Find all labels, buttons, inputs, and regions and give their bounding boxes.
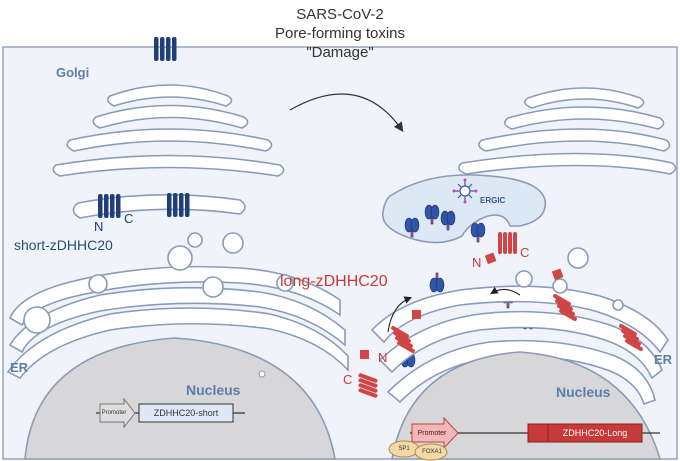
nucleus-left (24, 337, 336, 460)
gene-box-right-stub (527, 423, 549, 443)
small-vesicle (258, 370, 266, 378)
foxa1-label: FOXA1 (422, 449, 442, 455)
long-protein-er-1 (391, 310, 421, 353)
promoter-label-right: Promoter (417, 429, 447, 437)
ergic-label: ERGIC (480, 196, 506, 205)
promoter-label-left: Promoter (101, 410, 127, 416)
gene-construct-left (96, 397, 245, 429)
promoter-arrow-left (99, 397, 136, 429)
short-protein-golgi-2 (167, 193, 190, 217)
short-zdhhc20-label: short-zDHHC20 (14, 237, 113, 253)
c-terminus-label-left: C (124, 211, 134, 226)
virus-particle (452, 178, 478, 204)
gene-construct-right (388, 416, 660, 461)
short-protein-golgi-1 (98, 194, 121, 218)
n-terminus-label-left: N (94, 219, 104, 234)
header-line-2: Pore-forming toxins (274, 25, 406, 42)
nucleus-label-left: Nucleus (186, 382, 241, 398)
header-line-3: "Damage" (306, 44, 374, 61)
er-left (6, 232, 349, 380)
c-terminus-label-right-2: C (343, 372, 353, 387)
foxa1-factor (414, 443, 448, 461)
long-protein-ergic (484, 232, 517, 265)
golgi-right (458, 87, 677, 175)
long-zdhhc20-label: long-zDHHC20 (280, 273, 388, 290)
golgi-left-vesicles (187, 232, 203, 248)
long-protein-er-2 (358, 350, 378, 398)
gene-label-right: ZDHHC20-Long (562, 428, 628, 438)
short-protein-top (154, 37, 177, 61)
promoter-arrow-right (411, 416, 459, 450)
ergic (381, 174, 547, 244)
er-right (370, 247, 669, 406)
long-protein-er-3 (551, 268, 577, 321)
n-terminus-label-right-2: N (378, 350, 388, 365)
gene-box-left (138, 403, 234, 423)
er-label-left: ER (10, 360, 29, 375)
n-terminus-label-right-1: N (472, 255, 482, 270)
nucleus-label-right: Nucleus (556, 384, 611, 400)
gene-box-right (547, 423, 643, 443)
long-protein-er-4 (619, 324, 643, 351)
budding-arrow-1 (387, 296, 413, 333)
budding-arrow-2 (490, 286, 521, 296)
golgi-label: Golgi (56, 65, 90, 80)
sp1-label: SP1 (398, 446, 410, 452)
er-label-right: ER (654, 352, 673, 367)
header-line-1: SARS-CoV-2 (296, 6, 384, 23)
gene-label-left: ZDHHC20-short (153, 408, 219, 418)
c-terminus-label-right-1: C (520, 245, 530, 260)
transition-arrow (289, 93, 404, 132)
